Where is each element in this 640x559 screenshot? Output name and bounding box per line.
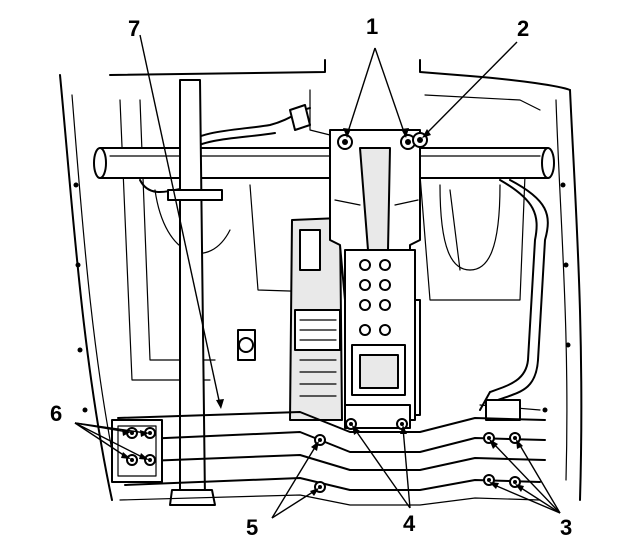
callout-7: 7 — [128, 16, 141, 41]
callout-1: 1 — [366, 14, 379, 39]
center-bracket — [329, 129, 421, 429]
callout-3: 3 — [560, 515, 573, 540]
callout-2: 2 — [517, 16, 530, 41]
fuel-pump-assembly — [237, 217, 343, 421]
left-mount-bracket — [111, 419, 163, 483]
bracket-top-bolts — [337, 132, 428, 150]
leader-lines — [74, 34, 561, 519]
callout-6: 6 — [50, 401, 63, 426]
callout-4: 4 — [403, 511, 416, 536]
crossbar-tube — [93, 147, 555, 179]
callout-5: 5 — [246, 515, 259, 540]
